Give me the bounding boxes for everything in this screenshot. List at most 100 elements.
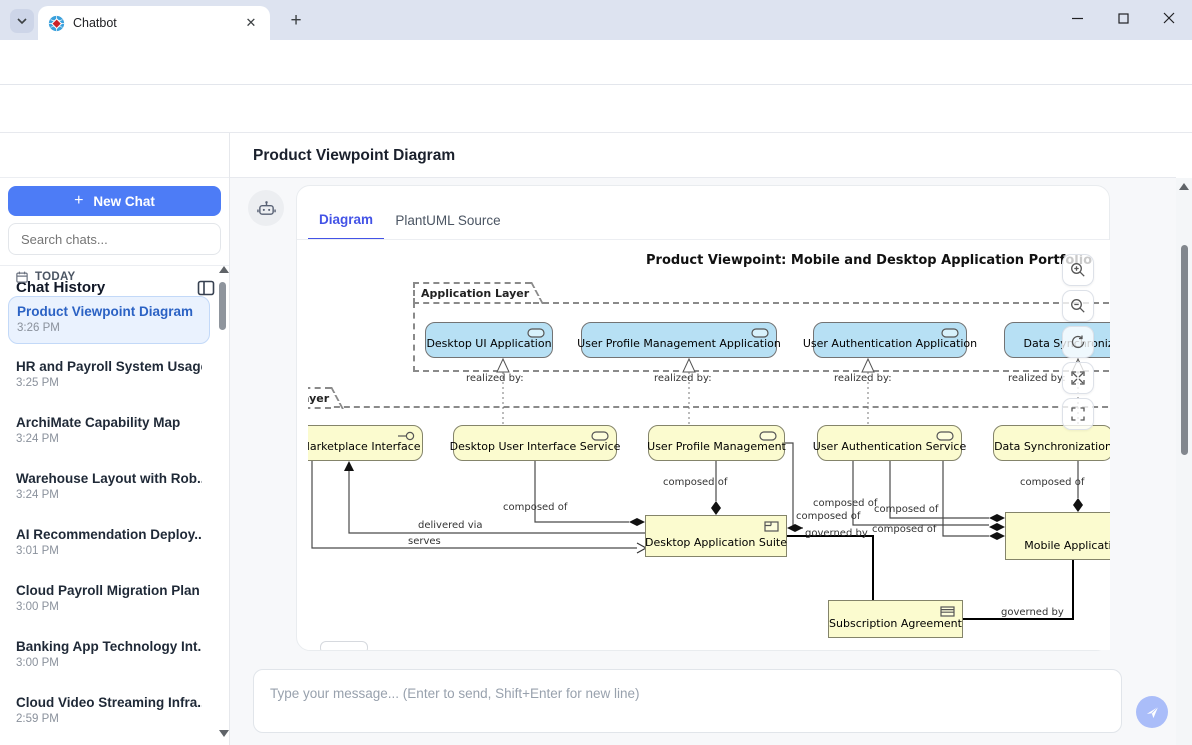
chat-list-item[interactable]: ArchiMate Capability Map 3:24 PM (8, 408, 210, 456)
tab-plantuml-source[interactable]: PlantUML Source (395, 212, 501, 228)
product-icon (764, 521, 779, 532)
node-desktop-ui-application[interactable]: Desktop UI Application (425, 322, 553, 358)
node-marketplace-interface[interactable]: Marketplace Interface (308, 425, 423, 461)
sidebar-scroll-up-arrow[interactable] (219, 266, 229, 273)
zoom-in-icon (1071, 263, 1085, 277)
edge-label-serves: serves (408, 536, 441, 547)
clipped-layer-group (308, 406, 1110, 650)
close-icon (1163, 12, 1175, 24)
plus-icon: + (74, 192, 84, 209)
chat-list-item[interactable]: Banking App Technology Int... 3:00 PM (8, 632, 210, 680)
window-maximize-button[interactable] (1102, 0, 1144, 36)
chat-time: 2:59 PM (16, 713, 59, 725)
service-icon (759, 431, 777, 441)
panel-collapse-icon (197, 280, 215, 296)
edge-label-governed-by: governed by (1001, 607, 1064, 618)
node-data-synchronization-application[interactable]: Data Synchronizatio (1004, 322, 1110, 358)
robot-icon (256, 200, 276, 215)
chat-time: 3:25 PM (16, 377, 59, 389)
new-chat-label: New Chat (93, 193, 155, 209)
node-user-authentication-service[interactable]: User Authentication Service (813, 425, 966, 461)
edge-label-composed-of: composed of (872, 524, 937, 535)
chat-title: ArchiMate Capability Map (16, 415, 181, 430)
chat-history-sidebar: Chat History + New Chat TODAY Product Vi… (0, 133, 244, 745)
divider (0, 265, 229, 266)
fit-view-button[interactable] (1062, 362, 1094, 394)
chat-list-item[interactable]: HR and Payroll System Usage 3:25 PM (8, 352, 210, 400)
application-component-icon (527, 328, 545, 338)
page-title: Product Viewpoint Diagram (253, 147, 456, 164)
tab-diagram[interactable]: Diagram (308, 200, 384, 240)
node-user-profile-management[interactable]: User Profile Management (647, 425, 786, 461)
chat-list-item[interactable]: Product Viewpoint Diagram 3:26 PM (8, 296, 210, 344)
node-subscription-agreement[interactable]: Subscription Agreement (828, 600, 963, 638)
send-plane-icon (1146, 706, 1158, 718)
sidebar-scroll-down-arrow[interactable] (219, 730, 229, 737)
service-icon (936, 431, 954, 441)
chat-time: 3:01 PM (16, 545, 59, 557)
reset-view-icon (1071, 335, 1085, 349)
edge-label-composed-of: composed of (813, 498, 878, 509)
tab-close-icon[interactable]: ✕ (245, 15, 257, 30)
page-scrollbar-thumb[interactable] (1181, 245, 1188, 455)
chat-title: Cloud Payroll Migration Plan (16, 583, 200, 598)
diagram-horizontal-scrollbar-thumb[interactable] (320, 641, 368, 650)
new-tab-button[interactable]: + (290, 10, 302, 31)
message-input[interactable] (254, 670, 1121, 732)
diagram-edges (311, 357, 1085, 620)
clipped-layer-label: ayer (308, 387, 332, 409)
node-data-synchronization[interactable]: Data Synchronization (993, 425, 1110, 461)
application-component-icon (751, 328, 769, 338)
chat-list-item[interactable]: AI Recommendation Deploy... 3:01 PM (8, 520, 210, 568)
zoom-in-button[interactable] (1062, 254, 1094, 286)
tab-search-button[interactable] (10, 9, 34, 33)
chat-title: AI Recommendation Deploy... (16, 527, 202, 542)
today-label: TODAY (35, 271, 76, 283)
conversation-title-bar: Product Viewpoint Diagram (230, 133, 1176, 178)
browser-tab[interactable]: Chatbot ✕ (38, 6, 270, 40)
chat-list-item[interactable]: Cloud Payroll Migration Plan 3:00 PM (8, 576, 210, 624)
application-layer-label: Application Layer (413, 282, 532, 304)
fullscreen-button[interactable] (1062, 398, 1094, 430)
chat-list-item[interactable]: Cloud Video Streaming Infra... 2:59 PM (8, 688, 210, 735)
app-header: Chatbot Powered by Visual Paradigm More … (0, 85, 1192, 211)
window-minimize-button[interactable] (1056, 0, 1098, 36)
chat-list-item[interactable]: Warehouse Layout with Rob... 3:24 PM (8, 464, 210, 512)
calendar-icon (16, 271, 28, 283)
edge-label-composed-of: composed of (874, 504, 939, 515)
search-chats-input[interactable] (9, 224, 244, 254)
node-mobile-application-suite[interactable]: Mobile Application S (1005, 512, 1110, 560)
node-user-profile-management-application[interactable]: User Profile Management Application (577, 322, 781, 358)
edge-label-composed-of: composed of (503, 502, 568, 513)
edge-label-realized-by: realized by: (654, 373, 712, 384)
zoom-out-icon (1071, 299, 1085, 313)
contract-icon (940, 606, 955, 617)
send-button[interactable] (1136, 696, 1168, 728)
sidebar-collapse-button[interactable] (197, 279, 217, 299)
scroll-up-arrow[interactable] (1179, 183, 1189, 190)
node-user-authentication-application[interactable]: User Authentication Application (803, 322, 977, 358)
divider (297, 239, 1109, 240)
message-composer (253, 669, 1122, 733)
chat-title: Cloud Video Streaming Infra... (16, 695, 202, 710)
node-desktop-application-suite[interactable]: Desktop Application Suite (645, 515, 787, 557)
page-scrollbar[interactable] (1176, 178, 1192, 745)
new-chat-button[interactable]: + New Chat (8, 186, 221, 216)
zoom-out-button[interactable] (1062, 290, 1094, 322)
minimize-icon (1071, 17, 1083, 19)
window-close-button[interactable] (1148, 0, 1190, 36)
edge-label-realized-by: realized by: (834, 373, 892, 384)
application-component-icon (941, 328, 959, 338)
fullscreen-icon (1071, 407, 1085, 421)
sidebar-scrollbar-thumb[interactable] (219, 282, 226, 330)
edge-label-composed-of: composed of (663, 477, 728, 488)
chat-title: Product Viewpoint Diagram (17, 304, 194, 319)
node-desktop-user-interface-service[interactable]: Desktop User Interface Service (450, 425, 620, 461)
chat-time: 3:24 PM (16, 489, 59, 501)
diagram-viewport[interactable]: Product Viewpoint: Mobile and Desktop Ap… (308, 240, 1110, 650)
reset-view-button[interactable] (1062, 326, 1094, 358)
chat-time: 3:24 PM (16, 433, 59, 445)
chat-list: Product Viewpoint Diagram 3:26 PM HR and… (0, 288, 218, 735)
diagram-title: Product Viewpoint: Mobile and Desktop Ap… (646, 253, 1093, 268)
